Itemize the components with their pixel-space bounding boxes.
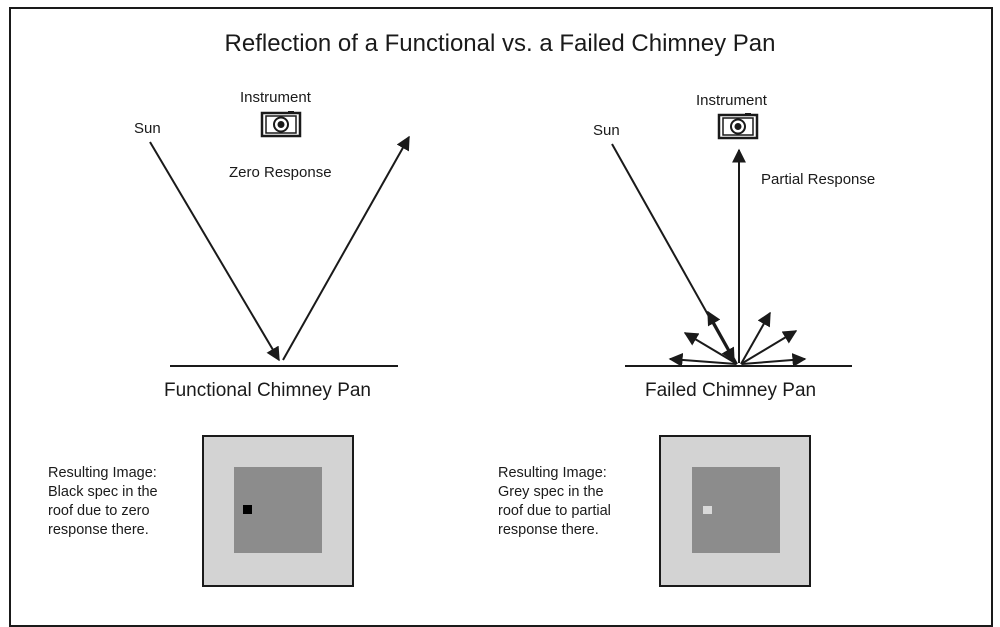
failed-pan-label: Failed Chimney Pan	[645, 380, 817, 401]
caption-line: Resulting Image:	[48, 465, 157, 481]
functional-caption: Resulting Image: Black spec in the roof …	[48, 464, 158, 540]
functional-response-label: Zero Response	[229, 164, 332, 181]
caption-line: Grey spec in the	[498, 484, 604, 500]
functional-instrument-label: Instrument	[240, 89, 311, 106]
caption-line: Black spec in the	[48, 484, 158, 500]
diagram-title: Reflection of a Functional vs. a Failed …	[224, 30, 776, 57]
failed-incoming-ray	[611, 143, 735, 363]
camera-icon	[717, 113, 759, 140]
scatter-ray	[740, 330, 798, 365]
functional-diagram	[149, 111, 410, 587]
functional-pan-label: Functional Chimney Pan	[164, 380, 371, 401]
scatter-ray	[707, 310, 738, 365]
caption-line: Resulting Image:	[498, 465, 607, 481]
failed-diagram	[611, 113, 852, 587]
caption-line: roof due to zero	[48, 503, 150, 519]
camera-icon	[260, 111, 302, 138]
failed-image-spec	[703, 506, 712, 514]
caption-line: response there.	[498, 522, 599, 538]
failed-sun-label: Sun	[593, 122, 620, 139]
failed-instrument-label: Instrument	[696, 92, 767, 109]
scatter-ray	[668, 352, 737, 367]
failed-caption: Resulting Image: Grey spec in the roof d…	[498, 464, 611, 540]
functional-sun-label: Sun	[134, 120, 161, 137]
scatter-ray	[683, 332, 738, 365]
scatter-ray	[740, 311, 771, 365]
scatter-ray	[741, 353, 807, 367]
caption-line: roof due to partial	[498, 503, 611, 519]
caption-line: response there.	[48, 522, 149, 538]
functional-image-spec	[243, 505, 252, 514]
functional-incoming-ray	[149, 141, 280, 362]
failed-response-label: Partial Response	[761, 171, 876, 188]
functional-reflected-ray	[282, 135, 410, 361]
